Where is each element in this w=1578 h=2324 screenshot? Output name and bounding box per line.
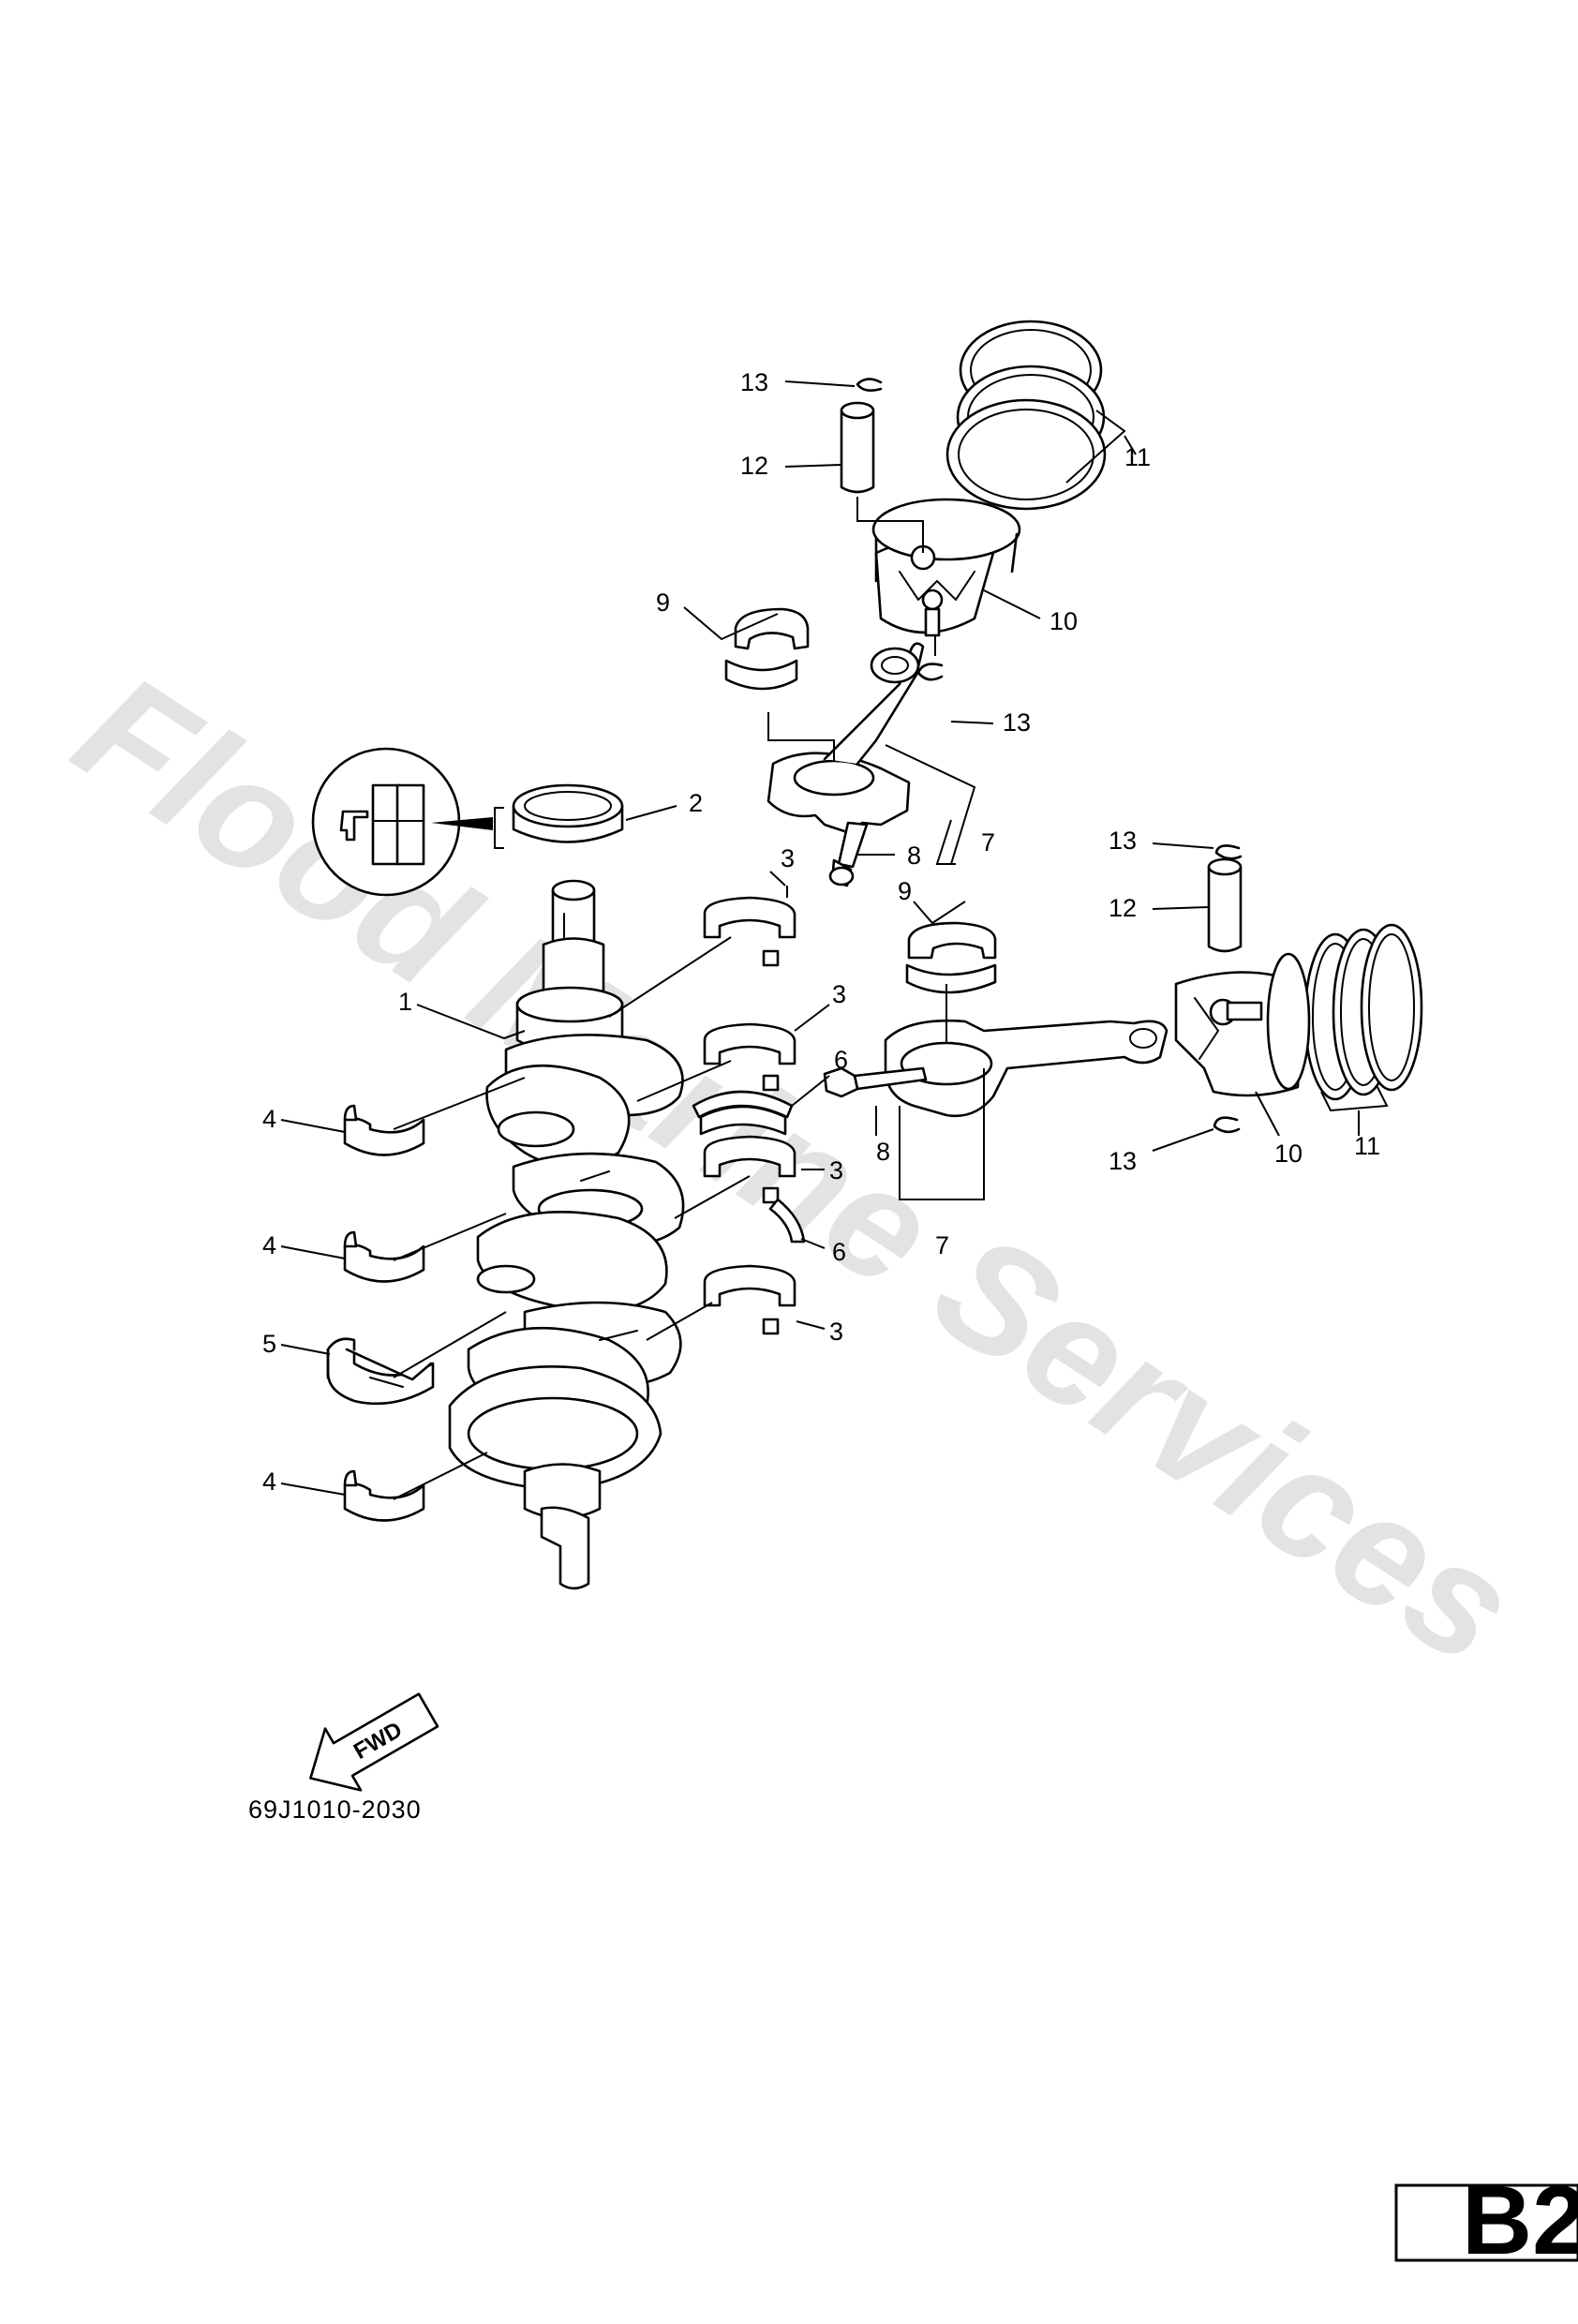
callout-rod-bolt-2: 8 [876,1138,890,1166]
callout-oil-seal: 2 [689,789,703,817]
callout-main-bearing-lower-3: 4 [262,1467,276,1496]
crankshaft [448,879,685,1590]
main-bearing-lower-3 [343,1469,425,1522]
callout-thrust-washer-1: 6 [834,1046,848,1074]
thrust-bearing [326,1337,435,1406]
piston-ring-set-1 [945,320,1107,511]
piston-pin-1 [840,401,924,553]
callout-piston-pin-1: 12 [740,452,768,480]
callout-thrust-bearing: 5 [262,1330,276,1358]
circlip-1b [916,635,944,681]
piston-2 [1174,952,1311,1097]
main-bearing-upper-1 [703,896,796,967]
connecting-rod-2 [884,1010,1169,1118]
main-bearing-upper-2 [703,1022,796,1092]
callout-circlip-2b: 13 [1109,1147,1137,1175]
callout-circlip-1a: 13 [740,368,768,396]
callout-circlip-1b: 13 [1003,708,1031,737]
callout-rod-bearing-1: 9 [656,588,670,617]
circlip-2b [1213,1116,1241,1134]
rod-bolt-1 [828,821,869,887]
circlip-1a [856,378,883,392]
rod-bearing-2 [905,921,997,1010]
rod-bolt-2 [823,1066,928,1098]
callout-main-bearing-lower-2: 4 [262,1231,276,1259]
main-bearing-upper-4 [703,1264,796,1335]
callout-piston-2: 10 [1274,1140,1303,1168]
piston-pin-2 [1207,857,1243,953]
callout-piston-pin-2: 12 [1109,894,1137,922]
leader-lines [280,380,1389,1500]
callout-rod-bolt-1: 8 [907,842,921,870]
callout-piston-1: 10 [1050,607,1078,635]
callout-piston-ring-set-2: 11 [1354,1132,1380,1160]
thrust-washer-1 [692,1090,794,1136]
callout-thrust-washer-2: 6 [832,1238,846,1266]
piston-ring-set-2 [1303,923,1423,1101]
callout-main-bearing-upper-4: 3 [829,1318,843,1346]
callout-connecting-rod-2: 7 [935,1231,949,1259]
page-label: B2 [1462,2167,1578,2275]
callout-main-bearing-upper-3: 3 [829,1156,843,1184]
circlip-2a [1214,844,1243,860]
rod-bearing-1 [724,607,810,691]
callout-circlip-2a: 13 [1109,827,1137,855]
oil-seal [494,783,624,849]
main-bearing-upper-3 [703,1135,796,1204]
callout-connecting-rod-1: 7 [981,828,995,857]
main-bearing-lower-2 [343,1230,425,1283]
callout-rod-bearing-2: 9 [898,877,912,905]
callout-main-bearing-lower-1: 4 [262,1105,276,1133]
callout-main-bearing-upper-2: 3 [832,980,846,1008]
main-bearing-lower-1 [343,1104,425,1156]
forward-direction-arrow: FWD [309,1692,439,1792]
diagram-reference: 69J1010-2030 [248,1795,422,1824]
seal-detail-inset [311,747,493,897]
page-label-box: B2 [1394,2167,1578,2275]
callout-main-bearing-upper-1: 3 [781,844,795,872]
connecting-rod-1 [767,642,925,836]
piston-1 [871,498,1021,637]
callout-piston-ring-set-1: 11 [1124,443,1151,471]
callout-crankshaft: 1 [398,988,412,1016]
callout-labels: 1 2 3 3 3 3 4 4 5 4 6 6 7 7 8 8 9 9 10 1… [262,368,1380,1496]
thrust-washer-2 [768,1198,806,1244]
